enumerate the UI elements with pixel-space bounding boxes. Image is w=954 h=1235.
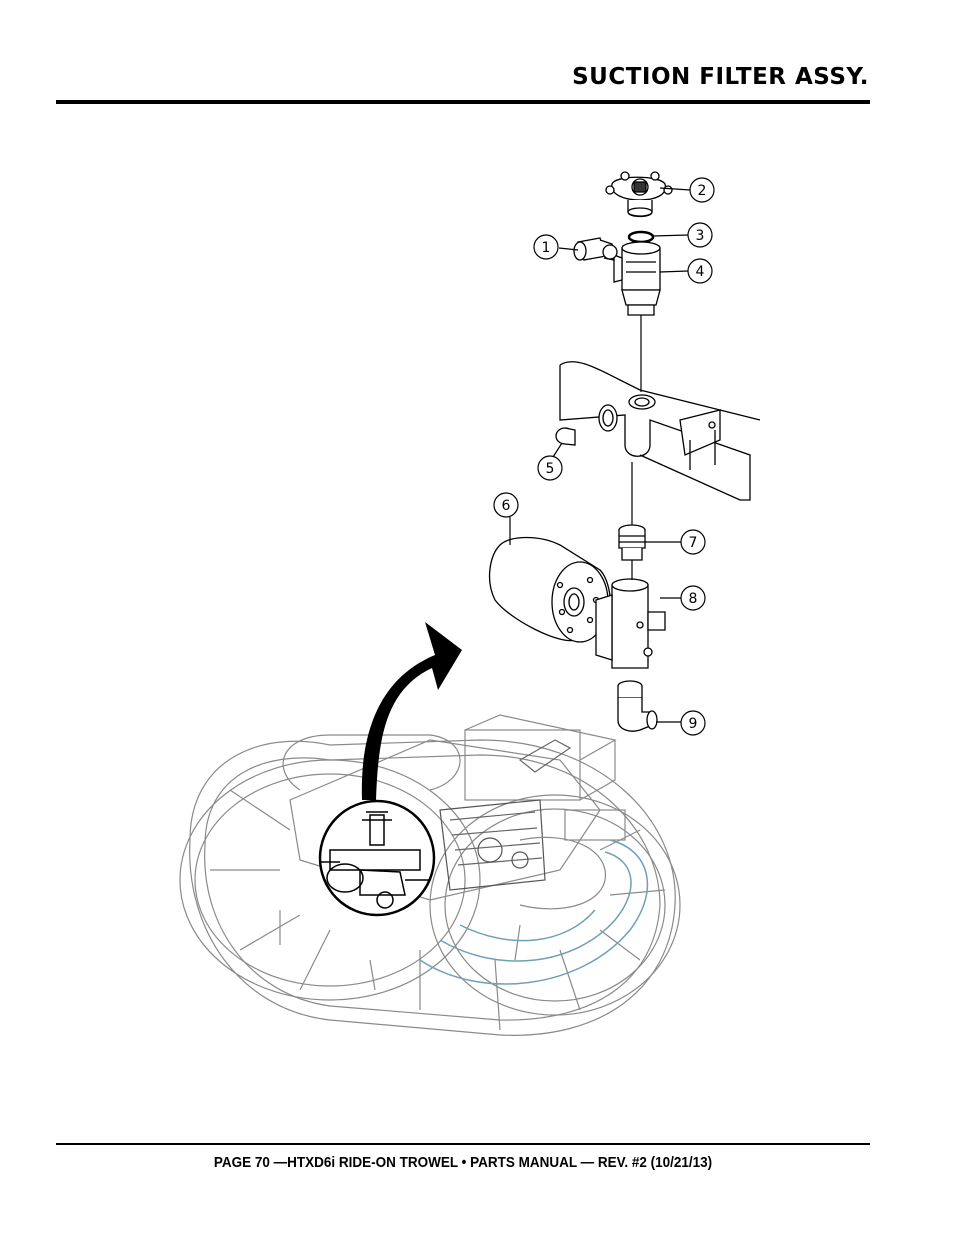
callout-6-label: 6 (502, 498, 511, 514)
callout-7 (680, 529, 706, 555)
hydraulic-hose-lines (419, 839, 649, 985)
part-9-elbow (617, 680, 658, 732)
manifold-pipe (559, 361, 761, 501)
zoom-arrow (361, 622, 462, 800)
callout-9 (680, 710, 706, 736)
header-rule (56, 100, 870, 104)
callout-4-label: 4 (696, 264, 705, 280)
callout-2-label: 2 (698, 183, 707, 199)
zoom-detail-circle (318, 799, 436, 917)
callout-9-label: 9 (689, 716, 698, 732)
callout-1 (533, 234, 559, 260)
page-footer: PAGE 70 —HTXD6i RIDE-ON TROWEL • PARTS M… (213, 1154, 713, 1171)
callout-4 (687, 258, 713, 284)
part-1-fitting (573, 237, 618, 261)
callout-6 (493, 492, 519, 518)
callout-3-label: 3 (696, 228, 705, 244)
callout-bubbles (493, 177, 715, 736)
callout-8 (680, 585, 706, 611)
exploded-components (488, 171, 761, 732)
part-4-valve-body (613, 241, 661, 316)
footer-rule (56, 1143, 870, 1145)
callout-8-label: 8 (689, 591, 698, 607)
part-8-filter-head (595, 578, 666, 669)
callout-1-label: 1 (542, 240, 551, 256)
part-6-filter-cartridge (488, 536, 612, 643)
callout-5 (537, 455, 563, 481)
part-5-plug (555, 427, 576, 446)
callout-7-label: 7 (689, 535, 698, 551)
callout-3 (687, 222, 713, 248)
callout-5-label: 5 (546, 461, 555, 477)
page-title: SUCTION FILTER ASSY. (572, 64, 869, 90)
leader-lines (509, 187, 691, 723)
callout-2 (689, 177, 715, 203)
part-3-o-ring (627, 230, 655, 244)
part-2-handwheel (605, 171, 673, 218)
part-7-nipple (618, 524, 646, 561)
